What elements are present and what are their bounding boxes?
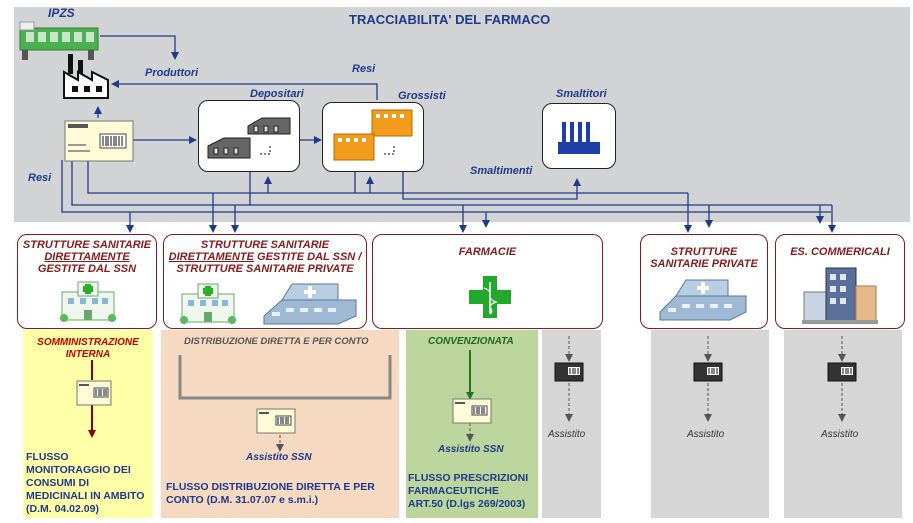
distribuzione-assistito: Assistito SSN	[246, 452, 312, 463]
resi-top-label: Resi	[352, 63, 376, 75]
produttori-label: Produttori	[145, 67, 199, 79]
smaltitori-label: Smaltitori	[556, 88, 607, 100]
commercial-title: ES. COMMERICALI	[790, 246, 890, 258]
drug-package-icon	[76, 380, 112, 406]
mixed-line2: DIRETTAMENTE GESTITE DAL SSN /	[164, 251, 366, 263]
conv-flow-line2: FARMACEUTICHE	[408, 485, 499, 497]
mixed-line3: STRUTTURE SANITARIE PRIVATE	[176, 263, 354, 275]
somm-flow-line2: MONITORAGGIO DEI	[26, 464, 131, 476]
mixed-line2-underlined: DIRETTAMENTE	[168, 251, 254, 263]
somministrazione-line1: SOMMINISTRAZIONE	[37, 337, 139, 348]
assistito-label-2: Assistito	[687, 429, 725, 440]
conv-flow-line1: FLUSSO PRESCRIZIONI	[408, 472, 529, 484]
pharmacy-cross-icon	[469, 276, 511, 318]
warehouse-icon	[207, 117, 291, 159]
convenzionata-column	[406, 330, 538, 518]
private-clinic-icon	[659, 279, 747, 321]
somm-flow-line1: FLUSSO	[26, 451, 69, 463]
ssn-direct-line2: DIRETTAMENTE	[44, 251, 130, 263]
wholesaler-icon	[333, 109, 413, 161]
somministrazione-column	[23, 330, 153, 518]
convenzionata-flow-text: FLUSSO PRESCRIZIONI FARMACEUTICHE ART.50…	[408, 472, 528, 511]
farmacie-title: FARMACIE	[458, 246, 517, 258]
dist-flow-line1: FLUSSO DISTRIBUZIONE DIRETTA E PER	[166, 481, 375, 493]
hospital-icon	[180, 283, 236, 324]
drug-package-dark-icon	[693, 362, 723, 382]
assistito-label-3: Assistito	[821, 429, 859, 440]
depositari-node	[198, 100, 300, 172]
conv-flow-line3: ART.50 (D.lgs 269/2003)	[408, 498, 526, 510]
private-clinic-icon	[263, 283, 357, 325]
assistito-label-1: Assistito	[548, 429, 586, 440]
resi-left-label: Resi	[28, 172, 52, 184]
private-line2: SANITARIE PRIVATE	[650, 258, 758, 270]
ssn-direct-line3: GESTITE DAL SSN	[37, 263, 137, 275]
somm-flow-line4: MEDICINALI IN AMBITO	[26, 490, 145, 502]
hospital-icon	[60, 281, 116, 322]
drug-package-dark-icon	[827, 362, 857, 382]
depositari-label: Depositari	[250, 88, 304, 100]
factory-icon	[63, 54, 109, 99]
somm-flow-line3: CONSUMI DI	[26, 477, 89, 489]
dist-flow-line2: CONTO (D.M. 31.07.07 e s.m.i.)	[166, 494, 319, 506]
drug-package-icon	[64, 120, 134, 162]
ipzs-label: IPZS	[48, 6, 75, 20]
distribuzione-flow-text: FLUSSO DISTRIBUZIONE DIRETTA E PER CONTO…	[166, 481, 375, 507]
somm-flow-line5: (D.M. 04.02.09)	[26, 503, 99, 515]
page-title: TRACCIABILITA' DEL FARMACO	[349, 12, 551, 27]
printing-machine-icon	[19, 21, 99, 60]
mixed-line1: STRUTTURE SANITARIE	[200, 239, 330, 251]
mixed-line2-rest: GESTITE DAL SSN /	[253, 251, 362, 263]
distribuzione-title: DISTRIBUZIONE DIRETTA E PER CONTO	[184, 336, 369, 347]
ssn-direct-line1: STRUTTURE SANITARIE	[22, 239, 152, 251]
commercial-building-icon	[802, 267, 878, 324]
supply-chain-panel	[14, 7, 910, 222]
somministrazione-flow-text: FLUSSO MONITORAGGIO DEI CONSUMI DI MEDIC…	[26, 451, 144, 516]
grossisti-label: Grossisti	[398, 90, 446, 102]
private-line1: STRUTTURE	[670, 246, 738, 258]
drug-package-icon	[256, 408, 296, 434]
drug-package-icon	[452, 398, 492, 424]
convenzionata-assistito: Assistito SSN	[438, 444, 504, 455]
incinerator-icon	[558, 122, 600, 154]
convenzionata-title: CONVENZIONATA	[428, 336, 514, 347]
drug-package-dark-icon	[554, 362, 584, 382]
somministrazione-line2: INTERNA	[65, 349, 111, 360]
smaltimenti-label: Smaltimenti	[470, 165, 533, 177]
somministrazione-title: SOMMINISTRAZIONE INTERNA	[23, 337, 153, 361]
